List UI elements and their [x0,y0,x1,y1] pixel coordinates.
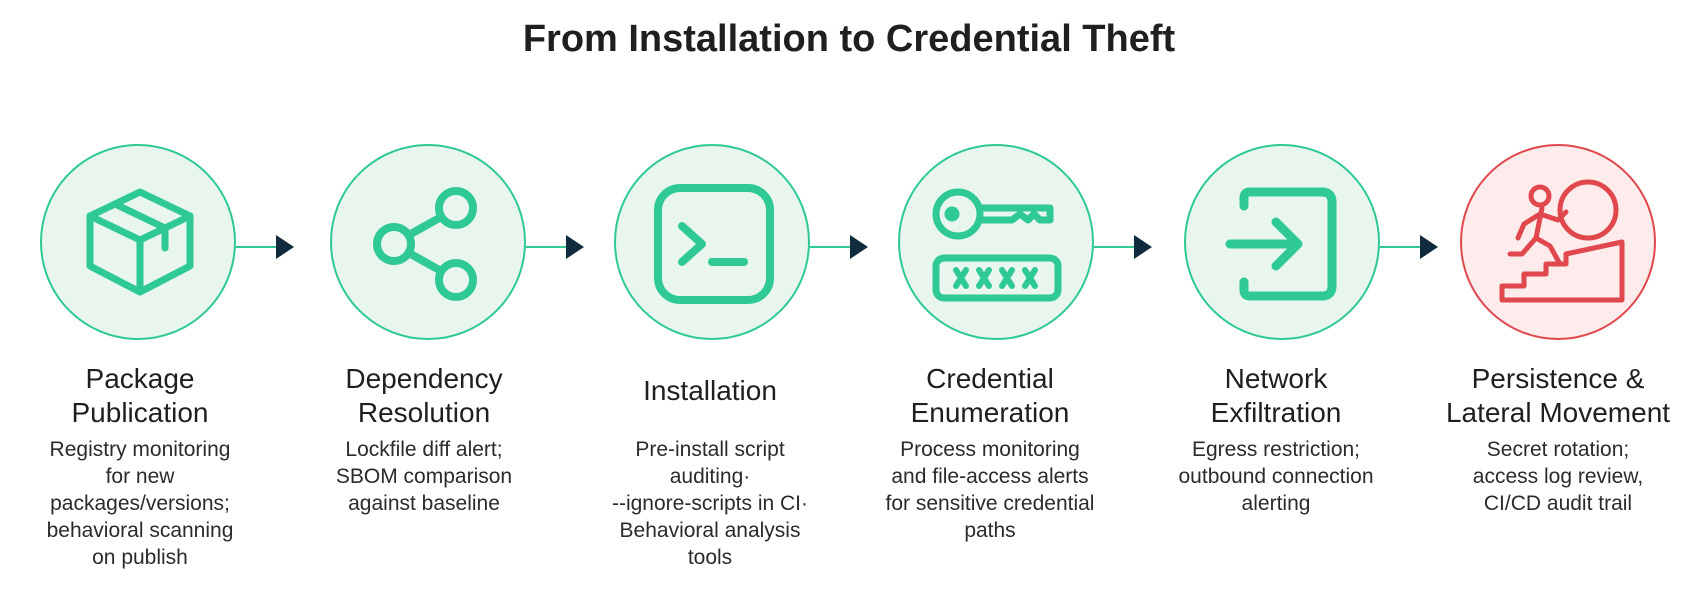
stage-heading: Credential Enumeration [910,363,1070,428]
climbing-boulder-icon [1499,179,1625,303]
key-password-icon [932,188,1062,302]
stage-description: Process monitoring and file-access alert… [885,438,1095,542]
sign-in-arrow-icon [1225,187,1337,301]
package-box-icon [86,188,194,296]
stage-heading: Installation [643,375,777,406]
stage-description: Pre-install script auditing· --ignore-sc… [611,438,809,569]
flow-arrow-4 [1094,235,1152,259]
diagram-title: From Installation to Credential Theft [522,18,1176,60]
stage-circle [1460,144,1656,340]
flow-arrow-1 [236,235,294,259]
stage-description: Egress restriction; outbound connection … [1178,438,1374,515]
stage-description: Secret rotation; access log review, CI/C… [1472,438,1644,515]
stage-description: Registry monitoring for new packages/ver… [46,438,234,569]
stage-description: Lockfile diff alert; SBOM comparison aga… [335,438,513,515]
flow-arrow-5 [1380,235,1438,259]
share-nodes-icon [373,187,477,301]
stage-circle [614,144,810,340]
terminal-icon [654,184,774,304]
flow-arrow-3 [810,235,868,259]
stage-heading: Package Publication [71,363,209,428]
flow-arrow-2 [526,235,584,259]
stage-heading: Dependency Resolution [345,363,503,428]
stage-heading: Network Exfiltration [1210,363,1342,428]
stage-circle [898,144,1094,340]
stage-heading: Persistence & Lateral Movement [1445,363,1671,428]
stage-circle [40,144,236,340]
stage-circle [1184,144,1380,340]
stage-circle [330,144,526,340]
